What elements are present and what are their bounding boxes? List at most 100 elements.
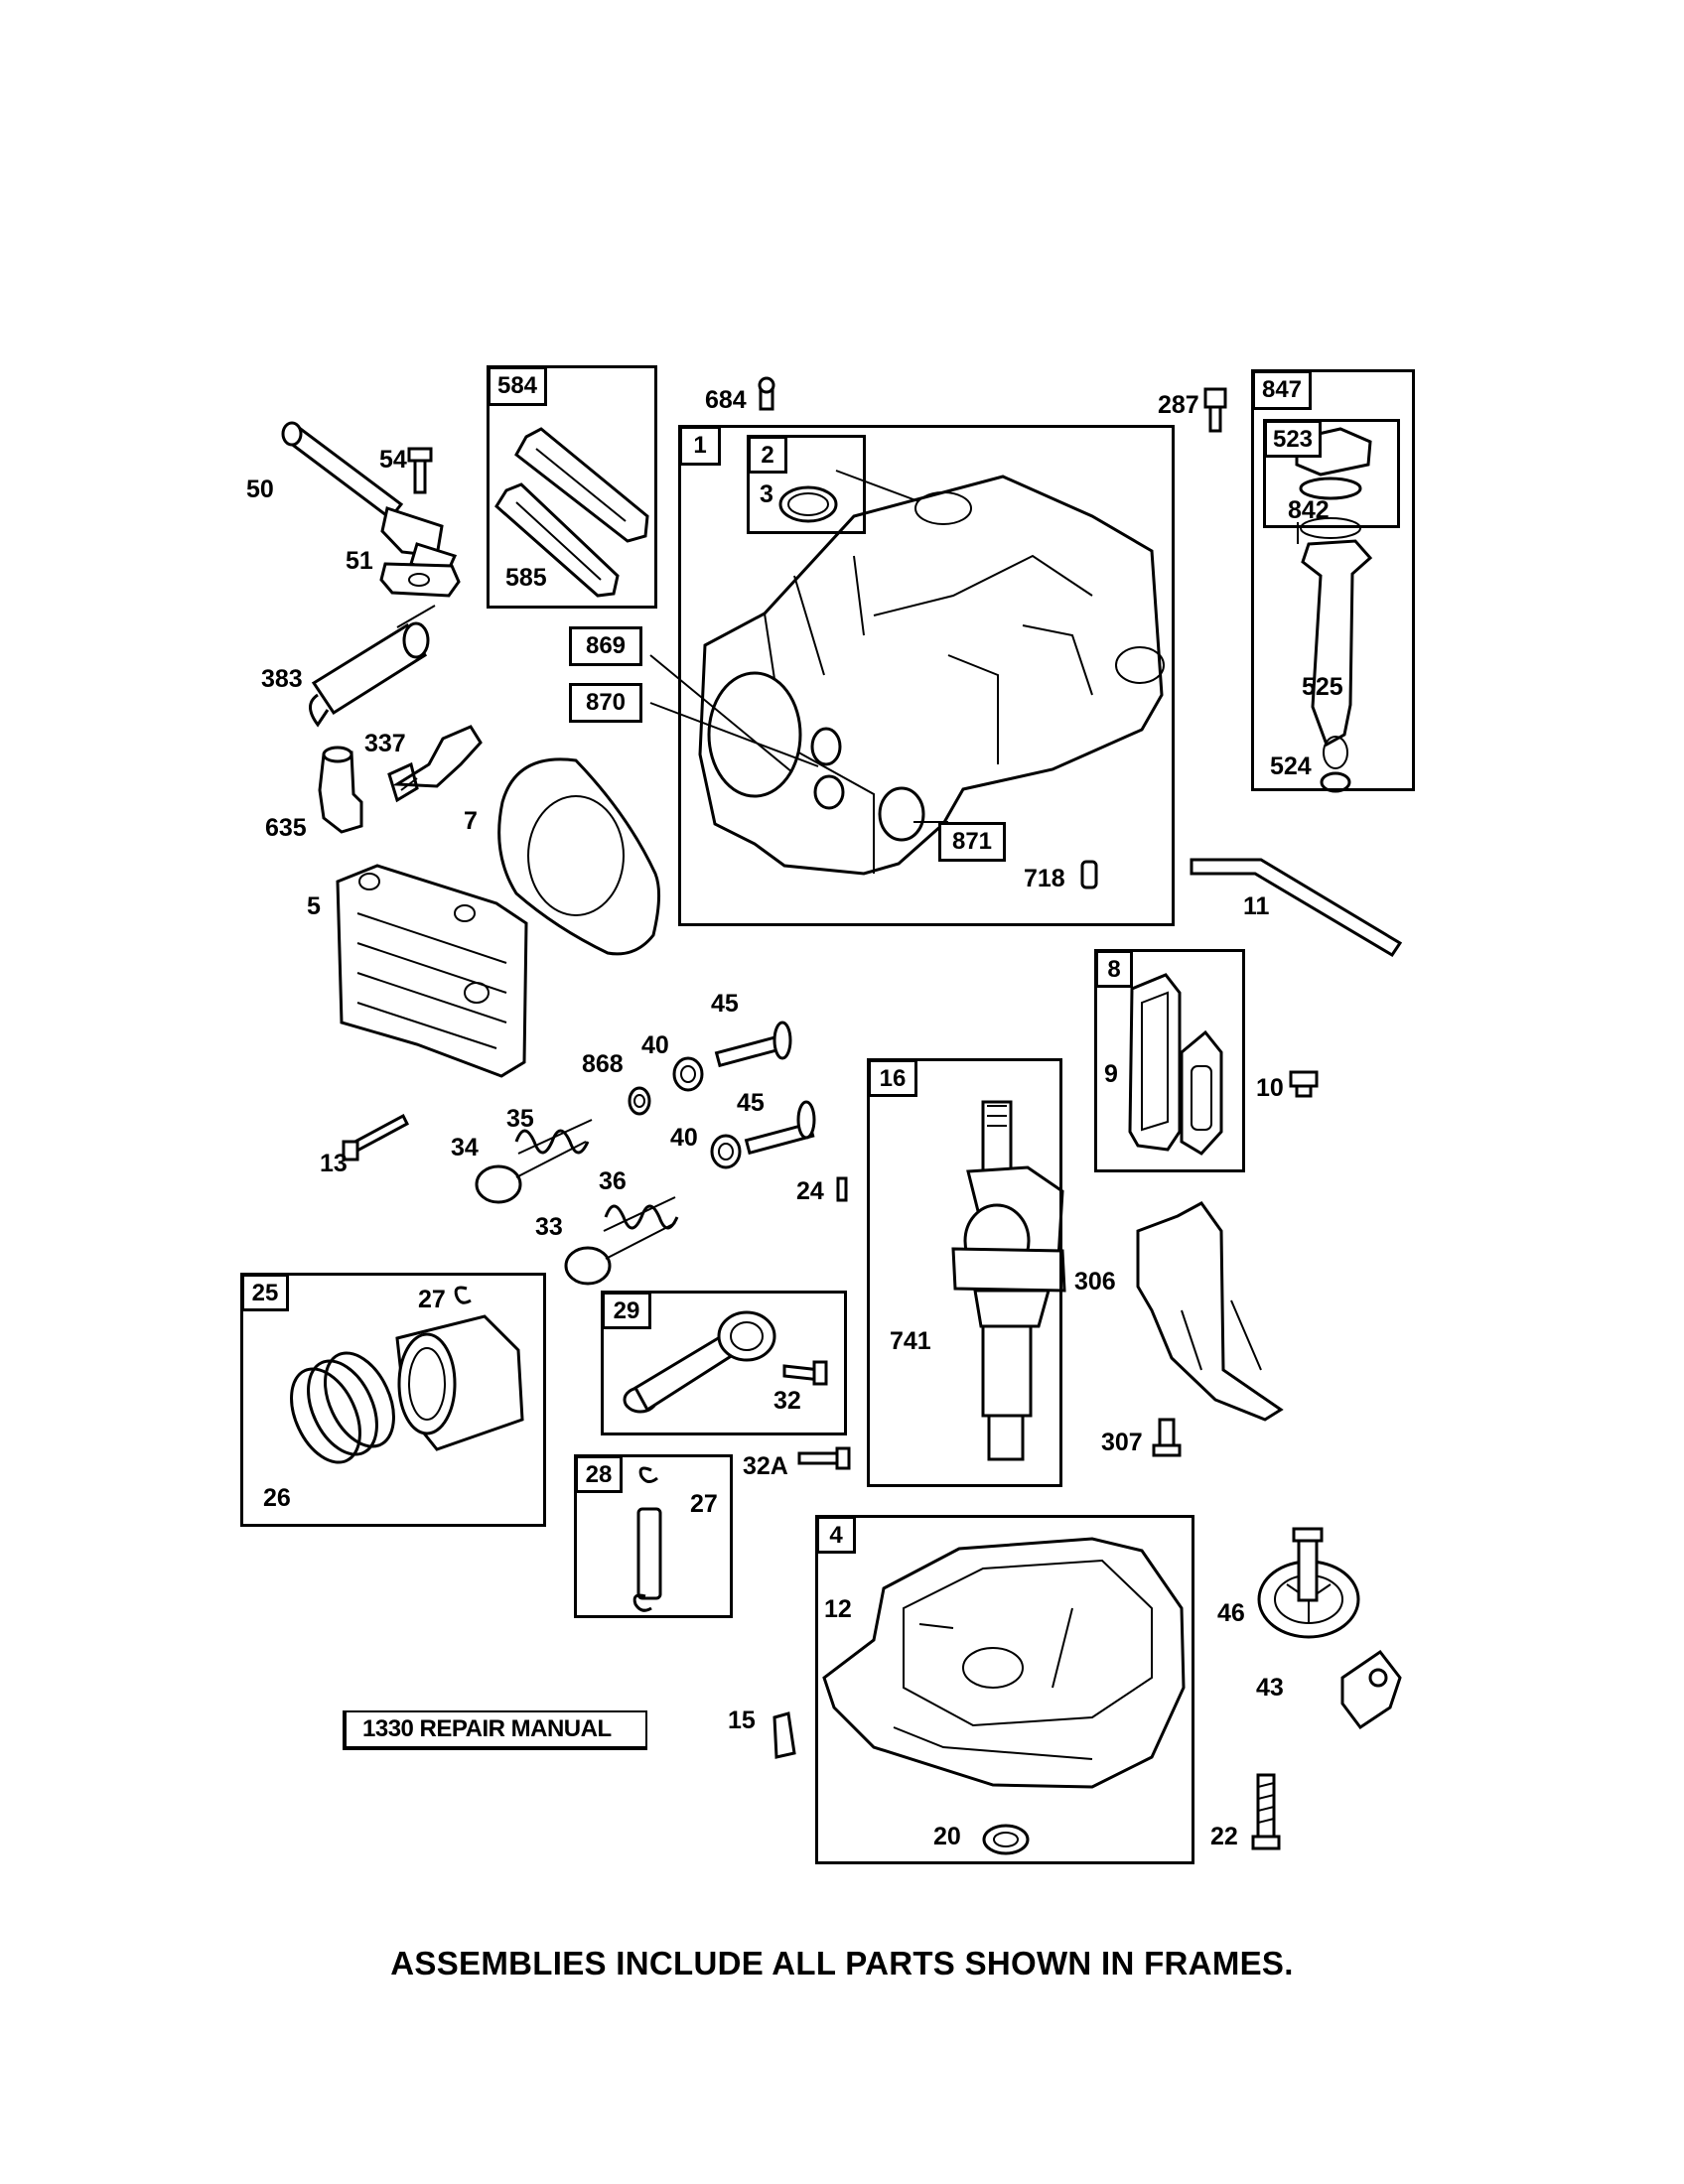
frame-tag-29: 29	[602, 1292, 651, 1329]
part-label-3: 3	[760, 480, 773, 508]
part-label-54: 54	[379, 446, 407, 474]
part-label-741: 741	[890, 1327, 931, 1355]
wrist-pin-drawing	[632, 1466, 662, 1612]
head-gasket-drawing	[497, 757, 660, 956]
part-label-11: 11	[1243, 892, 1270, 920]
part-label-36: 36	[599, 1167, 627, 1195]
oil-fill-rod-drawing	[1190, 858, 1403, 958]
frame-tag-25: 25	[241, 1274, 289, 1311]
frame-tag-16: 16	[868, 1059, 917, 1097]
part-label-12: 12	[824, 1595, 852, 1623]
plug-15-drawing	[772, 1711, 796, 1759]
piston-rings-drawing	[290, 1286, 524, 1464]
crankshaft-drawing	[951, 1100, 1066, 1461]
frame-tag-869: 869	[569, 626, 642, 666]
cylinder-block-drawing	[698, 475, 1165, 876]
bolt-22-drawing	[1251, 1773, 1281, 1850]
valve-springs-drawing	[475, 1119, 679, 1286]
frame-2-seal	[747, 435, 866, 534]
frame-tag-871: 871	[938, 822, 1006, 862]
frame-tag-8: 8	[1095, 950, 1133, 988]
frame-29-connecting-rod	[601, 1291, 847, 1435]
part-label-525: 525	[1302, 673, 1343, 701]
part-label-868: 868	[582, 1050, 624, 1078]
screw-10-drawing	[1289, 1070, 1319, 1098]
part-label-287: 287	[1158, 391, 1199, 419]
part-label-306: 306	[1074, 1268, 1116, 1296]
part-label-27-piston: 27	[418, 1286, 446, 1313]
seal-ring-drawing	[778, 485, 838, 523]
part-label-43: 43	[1256, 1674, 1284, 1702]
frame-tag-523: 523	[1264, 420, 1322, 458]
part-label-383: 383	[261, 665, 303, 693]
part-label-22: 22	[1210, 1823, 1238, 1850]
part-label-9: 9	[1104, 1060, 1118, 1088]
frame-tag-847: 847	[1252, 370, 1312, 410]
screw-drawing	[407, 447, 433, 494]
gasket-drawing	[379, 562, 461, 598]
frame-8-breather	[1094, 949, 1245, 1172]
cylinder-head-drawing	[336, 864, 528, 1078]
bolt-307-drawing	[1152, 1418, 1182, 1457]
breather-cover-drawing	[1128, 973, 1223, 1156]
oil-seal-drawing	[982, 1824, 1030, 1855]
governor-gear-drawing	[1257, 1527, 1360, 1639]
part-label-51: 51	[346, 547, 373, 575]
part-label-35: 35	[506, 1105, 534, 1133]
head-bolt-drawing	[342, 1113, 409, 1161]
part-label-26: 26	[263, 1484, 291, 1512]
part-label-32a: 32A	[743, 1452, 788, 1480]
part-label-50: 50	[246, 476, 274, 503]
part-label-46: 46	[1217, 1599, 1245, 1627]
frame-tag-28: 28	[575, 1455, 623, 1493]
part-label-34: 34	[451, 1134, 479, 1161]
frame-tag-2: 2	[748, 436, 787, 474]
part-label-40-upper: 40	[641, 1031, 669, 1059]
part-label-24: 24	[796, 1177, 824, 1205]
valves-drawing	[628, 1021, 816, 1169]
breather-elbow-drawing	[318, 746, 363, 834]
frame-25-piston	[240, 1273, 546, 1527]
frame-tag-870: 870	[569, 683, 642, 723]
frame-847-dipstick	[1251, 369, 1415, 791]
part-label-684: 684	[705, 386, 747, 414]
repair-manual-label: 1330 REPAIR MANUAL	[343, 1710, 647, 1750]
part-label-40-lower: 40	[670, 1124, 698, 1152]
part-label-524: 524	[1270, 752, 1312, 780]
part-label-5: 5	[307, 892, 321, 920]
part-label-7: 7	[464, 807, 478, 835]
part-label-635: 635	[265, 814, 307, 842]
frame-4-sump	[815, 1515, 1194, 1864]
dowel-pin-drawing	[1080, 860, 1098, 889]
part-label-13: 13	[320, 1150, 348, 1177]
footer-note: ASSEMBLIES INCLUDE ALL PARTS SHOWN IN FR…	[390, 1945, 1294, 1981]
part-label-45-lower: 45	[737, 1089, 765, 1117]
frame-16-crankshaft	[867, 1058, 1062, 1487]
part-label-45-upper: 45	[711, 990, 739, 1018]
plug-287-drawing	[1203, 387, 1227, 433]
part-label-32: 32	[773, 1387, 801, 1415]
governor-link-drawing	[309, 605, 436, 728]
governor-arm-drawing	[1340, 1649, 1402, 1730]
part-label-842: 842	[1288, 496, 1330, 524]
frame-tag-1: 1	[679, 426, 721, 466]
heat-shield-drawing	[1136, 1201, 1284, 1422]
frame-tag-584: 584	[488, 366, 547, 406]
part-label-27-pin: 27	[690, 1490, 718, 1518]
part-label-585: 585	[505, 564, 547, 592]
crankcase-sump-drawing	[822, 1537, 1186, 1789]
bolt-32a-drawing	[797, 1446, 851, 1470]
part-label-337: 337	[364, 730, 406, 757]
connecting-rod-drawing	[623, 1310, 828, 1414]
frame-584-gaskets	[487, 365, 657, 609]
pin-24-drawing	[836, 1176, 848, 1202]
frame-tag-4: 4	[816, 1516, 856, 1554]
part-label-10: 10	[1256, 1074, 1284, 1102]
part-label-20: 20	[933, 1823, 961, 1850]
frame-523-cap	[1263, 419, 1400, 528]
part-label-718: 718	[1024, 865, 1065, 892]
bolt-684-drawing	[758, 376, 775, 411]
frame-28-wrist-pin	[574, 1454, 733, 1618]
spark-plug-drawing	[387, 725, 483, 803]
